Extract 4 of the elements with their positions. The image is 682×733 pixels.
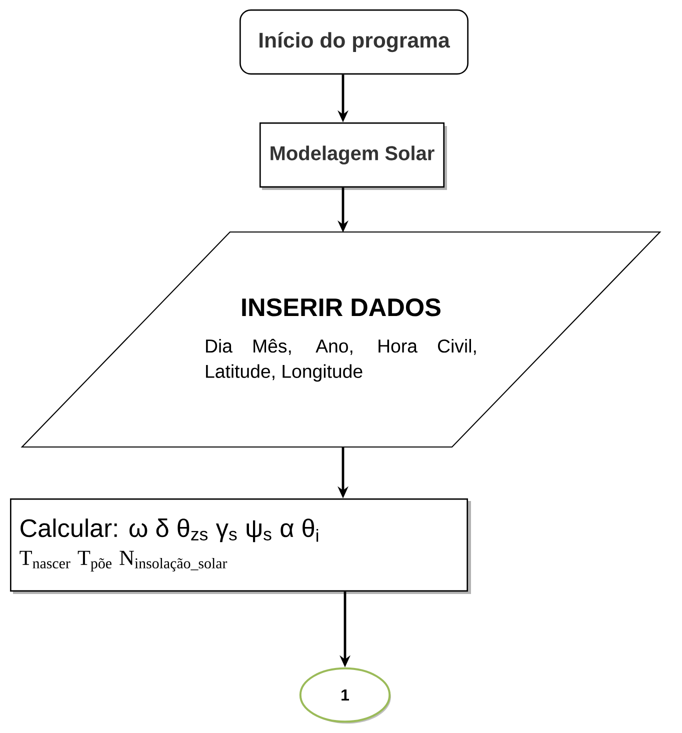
process-box: Modelagem Solar	[259, 122, 447, 190]
node-label: 1	[342, 690, 349, 701]
process-box: Calcular: ω δ θ$_{zs}$ γ$_{s}$ ψ$_{s}$ α θ$_{i}$ $\text{T}_{\text{nascer}}\;\text{T}_{\text{põe}}\;\text{N}_{\text{insolação\_solar}}$	[10, 498, 471, 594]
start-box: Início do programa	[240, 9, 468, 75]
